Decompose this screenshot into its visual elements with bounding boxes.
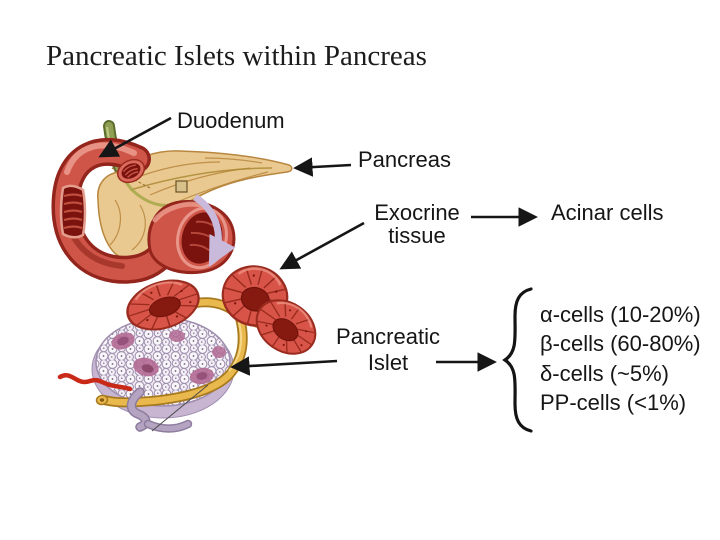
islet-cell-type: δ-cells (~5%): [540, 361, 669, 386]
duodenum-cut-opening: [116, 158, 146, 184]
acinar-cells-label: Acinar cells: [551, 200, 664, 225]
duodenum-label: Duodenum: [177, 108, 285, 133]
exocrine-tissue-label: Exocrine tissue: [362, 201, 472, 247]
page-title: Pancreatic Islets within Pancreas: [46, 40, 427, 72]
duodenum-cutaway-window: [59, 184, 87, 239]
islet-pointer-arrow: [230, 356, 338, 376]
pancreatic-islet-label-line1: Pancreatic: [336, 324, 440, 349]
islet-duct-stubs-illustration: [126, 384, 209, 433]
pancreatic-islet-label-line2: Islet: [367, 350, 409, 375]
exocrine-tissue-label-line1: Exocrine: [374, 200, 460, 225]
capillary-illustration: [57, 373, 133, 392]
pancreas-label: Pancreas: [358, 147, 451, 172]
exocrine-tissue-arrow: [279, 221, 365, 270]
islet-cell-type: β-cells (60-80%): [540, 331, 701, 356]
exocrine-tissue-label-line2: tissue: [388, 223, 446, 248]
islet-cell-type: PP-cells (<1%): [540, 390, 687, 415]
duodenum-arrow: [98, 116, 172, 158]
label-arrows: [98, 116, 538, 376]
pancreatic-islet-label: Pancreatic Islet: [328, 324, 448, 376]
islet-cell-brace: [502, 287, 533, 433]
pancreas-arrow: [293, 157, 352, 177]
zoom-region-box: [175, 180, 188, 193]
pancreas-overview-illustration: [51, 120, 293, 284]
magnifier-arrow: [192, 194, 236, 267]
duodenum-illustration: [51, 137, 177, 284]
islet-alpha-patches: [111, 329, 226, 385]
islet-magnified-illustration: [57, 257, 327, 433]
pancreatic-islet-illustration: [91, 317, 235, 419]
islet-cell-type: α-cells (10-20%): [540, 302, 701, 327]
